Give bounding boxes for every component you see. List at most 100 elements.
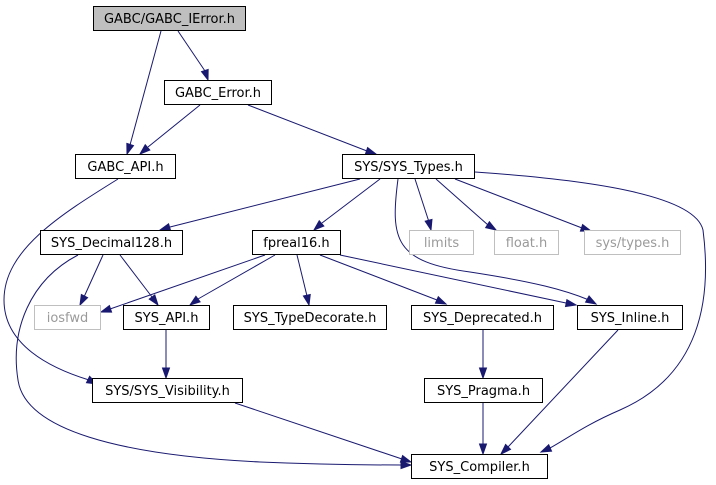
edge-line [234, 402, 403, 460]
edge-gabc_api-to-sys_visibility [3, 178, 119, 385]
node-box [342, 154, 475, 179]
node-sys-visibility[interactable]: SYS/SYS_Visibility.h [92, 378, 243, 403]
edge-line [129, 30, 162, 146]
node-box [494, 230, 559, 255]
node-sys-inline[interactable]: SYS_Inline.h [577, 305, 683, 330]
edge-line [321, 178, 381, 224]
node-gabc-ierror[interactable]: GABC/GABC_IError.h [93, 6, 246, 31]
node-label: SYS_TypeDecorate.h [244, 311, 377, 326]
edge-line [474, 171, 707, 449]
edge-gabc_ierror-to-gabc_api [126, 30, 162, 156]
edge-line [169, 178, 361, 228]
node-sys-types[interactable]: SYS/SYS_Types.h [342, 154, 475, 179]
node-label: GABC/GABC_IError.h [104, 12, 235, 27]
node-box [93, 6, 246, 31]
edge-fpreal16-to-sys_deprecated [319, 254, 448, 305]
node-box [123, 305, 210, 330]
node-box [233, 305, 387, 330]
edge-sys_decimal128-to-sys_api [119, 254, 159, 307]
arrowhead [126, 142, 135, 156]
arrowhead [400, 460, 413, 470]
arrowhead [364, 146, 378, 155]
arrowhead [200, 68, 209, 82]
edge-line [394, 178, 590, 301]
edge-sys_types-to-fpreal16 [312, 178, 381, 231]
edge-sys_types-to-sys_decimal128 [158, 178, 361, 232]
node-float: float.h [494, 230, 559, 255]
node-sys-compiler[interactable]: SYS_Compiler.h [411, 454, 548, 479]
edge-gabc_error-to-gabc_api [138, 104, 201, 155]
arrowhead [79, 293, 89, 307]
edge-sys_types-to-sys_compiler [474, 171, 707, 453]
node-label: SYS_Pragma.h [437, 384, 530, 399]
node-label: SYS/SYS_Visibility.h [105, 384, 230, 399]
node-label: iosfwd [47, 311, 89, 326]
edge-line [319, 254, 438, 301]
node-limits: limits [409, 230, 474, 255]
arrowhead [584, 295, 598, 305]
edge-fpreal16-to-iosfwd [99, 254, 266, 313]
node-label: sys/types.h [596, 236, 670, 251]
nodes-layer: GABC/GABC_IError.hGABC_Error.hGABC_API.h… [34, 6, 683, 479]
node-fpreal16[interactable]: fpreal16.h [252, 230, 341, 255]
node-label: GABC_API.h [87, 160, 163, 175]
node-box [411, 305, 554, 330]
node-sys-deprecated[interactable]: SYS_Deprecated.h [411, 305, 554, 330]
edge-sys_pragma-to-sys_compiler [478, 403, 488, 456]
node-label: SYS_Compiler.h [429, 460, 530, 475]
edge-line [247, 104, 368, 152]
node-box [411, 454, 548, 479]
edge-line [454, 178, 583, 229]
edge-line [339, 254, 567, 304]
edge-line [435, 178, 489, 226]
edge-fpreal16-to-sys_api [188, 254, 276, 306]
edge-sys_types-to-float [435, 178, 498, 231]
node-box [92, 378, 243, 403]
edge-line [109, 254, 266, 310]
edge-sys_types-to-limits [414, 178, 433, 232]
arrowhead [434, 295, 448, 305]
arrowhead [564, 298, 578, 308]
edge-sys_api-to-sys_visibility [161, 330, 171, 380]
edge-sys_inline-to-sys_compiler [499, 329, 619, 456]
arrowhead [312, 219, 325, 231]
node-label: limits [424, 236, 460, 251]
arrowhead [478, 443, 488, 456]
edge-sys_types-to-systypes_std [454, 178, 593, 232]
arrowhead [499, 443, 512, 456]
edge-sys_deprecated-to-sys_pragma [478, 330, 488, 380]
node-label: SYS_API.h [135, 311, 199, 326]
node-gabc-api[interactable]: GABC_API.h [75, 154, 176, 179]
node-sys-pragma[interactable]: SYS_Pragma.h [424, 378, 543, 403]
arrowhead [158, 222, 172, 232]
edge-line [507, 329, 619, 448]
edge-fpreal16-to-sys_inline [339, 254, 578, 308]
node-box [409, 230, 474, 255]
arrowhead [478, 367, 488, 380]
edge-line [83, 254, 104, 298]
node-label: fpreal16.h [263, 236, 329, 251]
node-label: SYS_Inline.h [591, 311, 670, 326]
node-label: float.h [506, 236, 548, 251]
edge-sys_types-to-sys_inline [394, 178, 598, 305]
arrowhead [161, 367, 171, 380]
node-sys-api[interactable]: SYS_API.h [123, 305, 210, 330]
node-label: GABC_Error.h [175, 86, 261, 101]
node-box [164, 80, 272, 105]
edge-sys_decimal128-to-sys_compiler [15, 254, 413, 470]
arrowhead [99, 304, 113, 313]
edge-line [15, 254, 403, 466]
edge-gabc_ierror-to-gabc_error [177, 30, 209, 82]
edge-sys_visibility-to-sys_compiler [234, 402, 413, 463]
node-box [75, 154, 176, 179]
node-label: SYS_Deprecated.h [423, 311, 542, 326]
arrowhead [539, 443, 553, 453]
arrowhead [424, 218, 433, 232]
node-box [252, 230, 341, 255]
arrowhead [484, 220, 498, 231]
edge-line [414, 178, 430, 223]
node-gabc-error[interactable]: GABC_Error.h [164, 80, 272, 105]
edges-layer [3, 30, 707, 470]
node-sys-decimal128[interactable]: SYS_Decimal128.h [40, 230, 183, 255]
node-sys-typedecorate[interactable]: SYS_TypeDecorate.h [233, 305, 387, 330]
